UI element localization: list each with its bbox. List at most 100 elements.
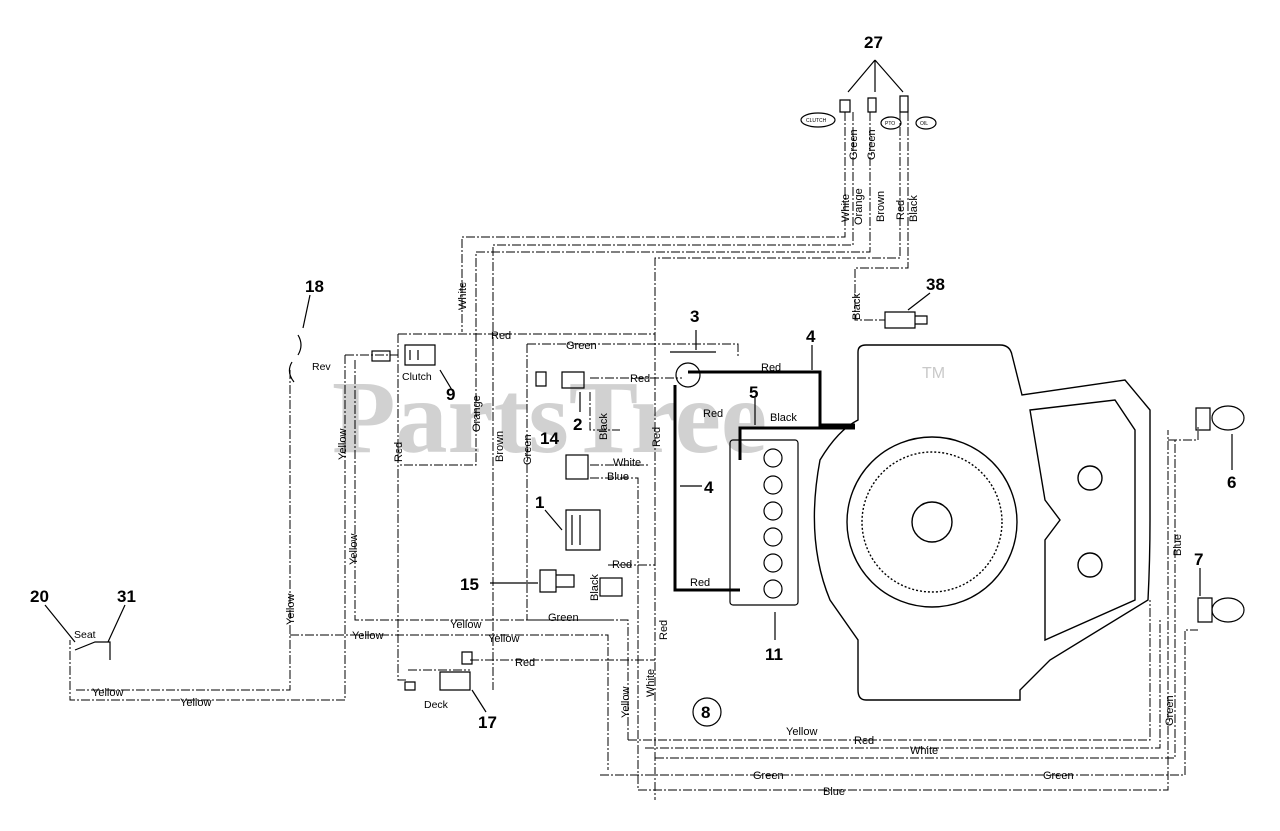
wire-label-red: Red	[515, 657, 535, 669]
wire-label-orange: Orange	[471, 395, 483, 432]
battery-cell	[763, 579, 783, 599]
wire-label-yellow: Yellow	[620, 687, 632, 718]
battery-case	[729, 439, 799, 606]
callout-3: 3	[690, 307, 699, 326]
headlights	[1195, 405, 1245, 623]
wire-label-green: Green	[848, 129, 860, 160]
lamp-pto-label: PTO	[885, 121, 895, 127]
callout-11: 11	[765, 645, 783, 664]
wire-labels-vertical: White Green Orange Green Brown Red Black…	[285, 129, 1184, 726]
battery-cell	[763, 475, 783, 495]
indicator-lamps: CLUTCH PTO OIL	[800, 59, 937, 130]
callout-1: 1	[535, 493, 544, 512]
wire-label-red: Red	[761, 362, 781, 374]
wire-white-bottom	[655, 440, 1176, 759]
battery-cell	[763, 553, 783, 573]
seat-switch-icon	[74, 641, 111, 660]
wire-red-bottom	[645, 620, 1161, 749]
callout-9: 9	[446, 385, 455, 404]
wire-label-blue: Blue	[823, 786, 845, 798]
headlight-7-socket	[1197, 597, 1213, 623]
deck-switch-icon	[404, 651, 473, 691]
headlight-6-bulb	[1211, 405, 1245, 431]
callout-18-arrow	[302, 294, 311, 329]
callout-7: 7	[1194, 550, 1203, 569]
callout-8-circle	[692, 697, 722, 727]
flywheel-screen	[846, 436, 1018, 608]
wire-label-green: Green	[1043, 770, 1074, 782]
callout-27: 27	[864, 33, 883, 52]
callout-20: 20	[30, 587, 49, 606]
wire-label-white: White	[613, 457, 641, 469]
watermark-trademark: TM	[922, 365, 945, 382]
lamp-clutch-label: CLUTCH	[806, 118, 827, 124]
wire-label-brown: Brown	[875, 191, 887, 222]
ignition-switch-icon	[675, 362, 701, 388]
battery-cell	[763, 501, 783, 521]
engine-outline	[813, 344, 1151, 701]
oil-pressure-switch-icon	[539, 569, 575, 593]
wire-label-yellow: Yellow	[92, 687, 123, 699]
headlight-6-socket	[1195, 407, 1211, 431]
wire-label-green: Green	[866, 129, 878, 160]
wire-yellow-seat	[69, 355, 346, 701]
cable-black-ground	[738, 426, 855, 460]
callout-4a: 4	[806, 327, 816, 346]
callout-4b: 4	[704, 478, 714, 497]
fuse-holder-icon	[565, 509, 601, 551]
engine-shroud	[1029, 399, 1136, 642]
connector-icon	[371, 350, 391, 362]
cable-red-battery	[673, 385, 740, 592]
wire-yellow-c	[75, 370, 291, 691]
lamp-oil-label: OIL	[920, 121, 928, 127]
flywheel-hub	[911, 501, 953, 543]
engine-bolt	[1077, 465, 1103, 491]
wire-blue-lamp	[1168, 425, 1199, 441]
callout-17-arrow	[471, 689, 487, 713]
wire-label-red: Red	[703, 408, 723, 420]
wire-label-green: Green	[1164, 695, 1176, 726]
engine-bolt	[1077, 552, 1103, 578]
clutch-switch-icon	[404, 344, 436, 366]
wire-label-black: Black	[589, 574, 601, 601]
callout-1-arrow	[544, 509, 563, 531]
wire-label-black: Black	[851, 293, 863, 320]
wire-yellow-bottom	[628, 600, 1151, 741]
callout-31: 31	[117, 587, 136, 606]
wires	[69, 112, 1199, 800]
battery-cell	[763, 448, 783, 468]
watermark-text: PartsTree	[332, 360, 767, 475]
label-clutch: Clutch	[402, 371, 432, 383]
wire-label-blue: Blue	[1172, 534, 1184, 556]
callout-38: 38	[926, 275, 945, 294]
label-rev: Rev	[312, 361, 331, 373]
component-labels: Rev Clutch Seat Deck	[74, 361, 449, 711]
callout-6-7-arrows	[1199, 434, 1233, 596]
wire-label-red: Red	[895, 200, 907, 220]
callout-20-31-arrows	[44, 604, 126, 643]
wire-label-red: Red	[612, 559, 632, 571]
lamp-sockets	[839, 95, 909, 113]
wire-label-blue: Blue	[607, 471, 629, 483]
wire-label-green: Green	[566, 340, 597, 352]
callout-2: 2	[573, 415, 582, 434]
wire-label-yellow: Yellow	[285, 594, 297, 625]
wire-label-yellow: Yellow	[352, 630, 383, 642]
label-deck: Deck	[424, 699, 449, 711]
wire-label-brown: Brown	[494, 431, 506, 462]
sender-icon	[884, 311, 928, 329]
wire-label-black: Black	[770, 412, 797, 424]
wire-label-red: Red	[393, 442, 405, 462]
callout-numbers: 27 18 38 3 4 5 9 2 14 4 6 1 7 15 20 31 1…	[30, 33, 1236, 732]
cable-red-starter	[688, 370, 855, 427]
wire-label-green: Green	[548, 612, 579, 624]
wire-label-black: Black	[598, 413, 610, 440]
brake-switch-icon	[565, 454, 589, 480]
wire-label-orange: Orange	[853, 188, 865, 225]
lamp-clutch-icon	[800, 112, 836, 128]
wire-label-yellow: Yellow	[786, 726, 817, 738]
callout-38-arrow	[907, 292, 931, 311]
wire-blue-14	[590, 430, 1169, 791]
wire-label-white: White	[840, 194, 852, 222]
